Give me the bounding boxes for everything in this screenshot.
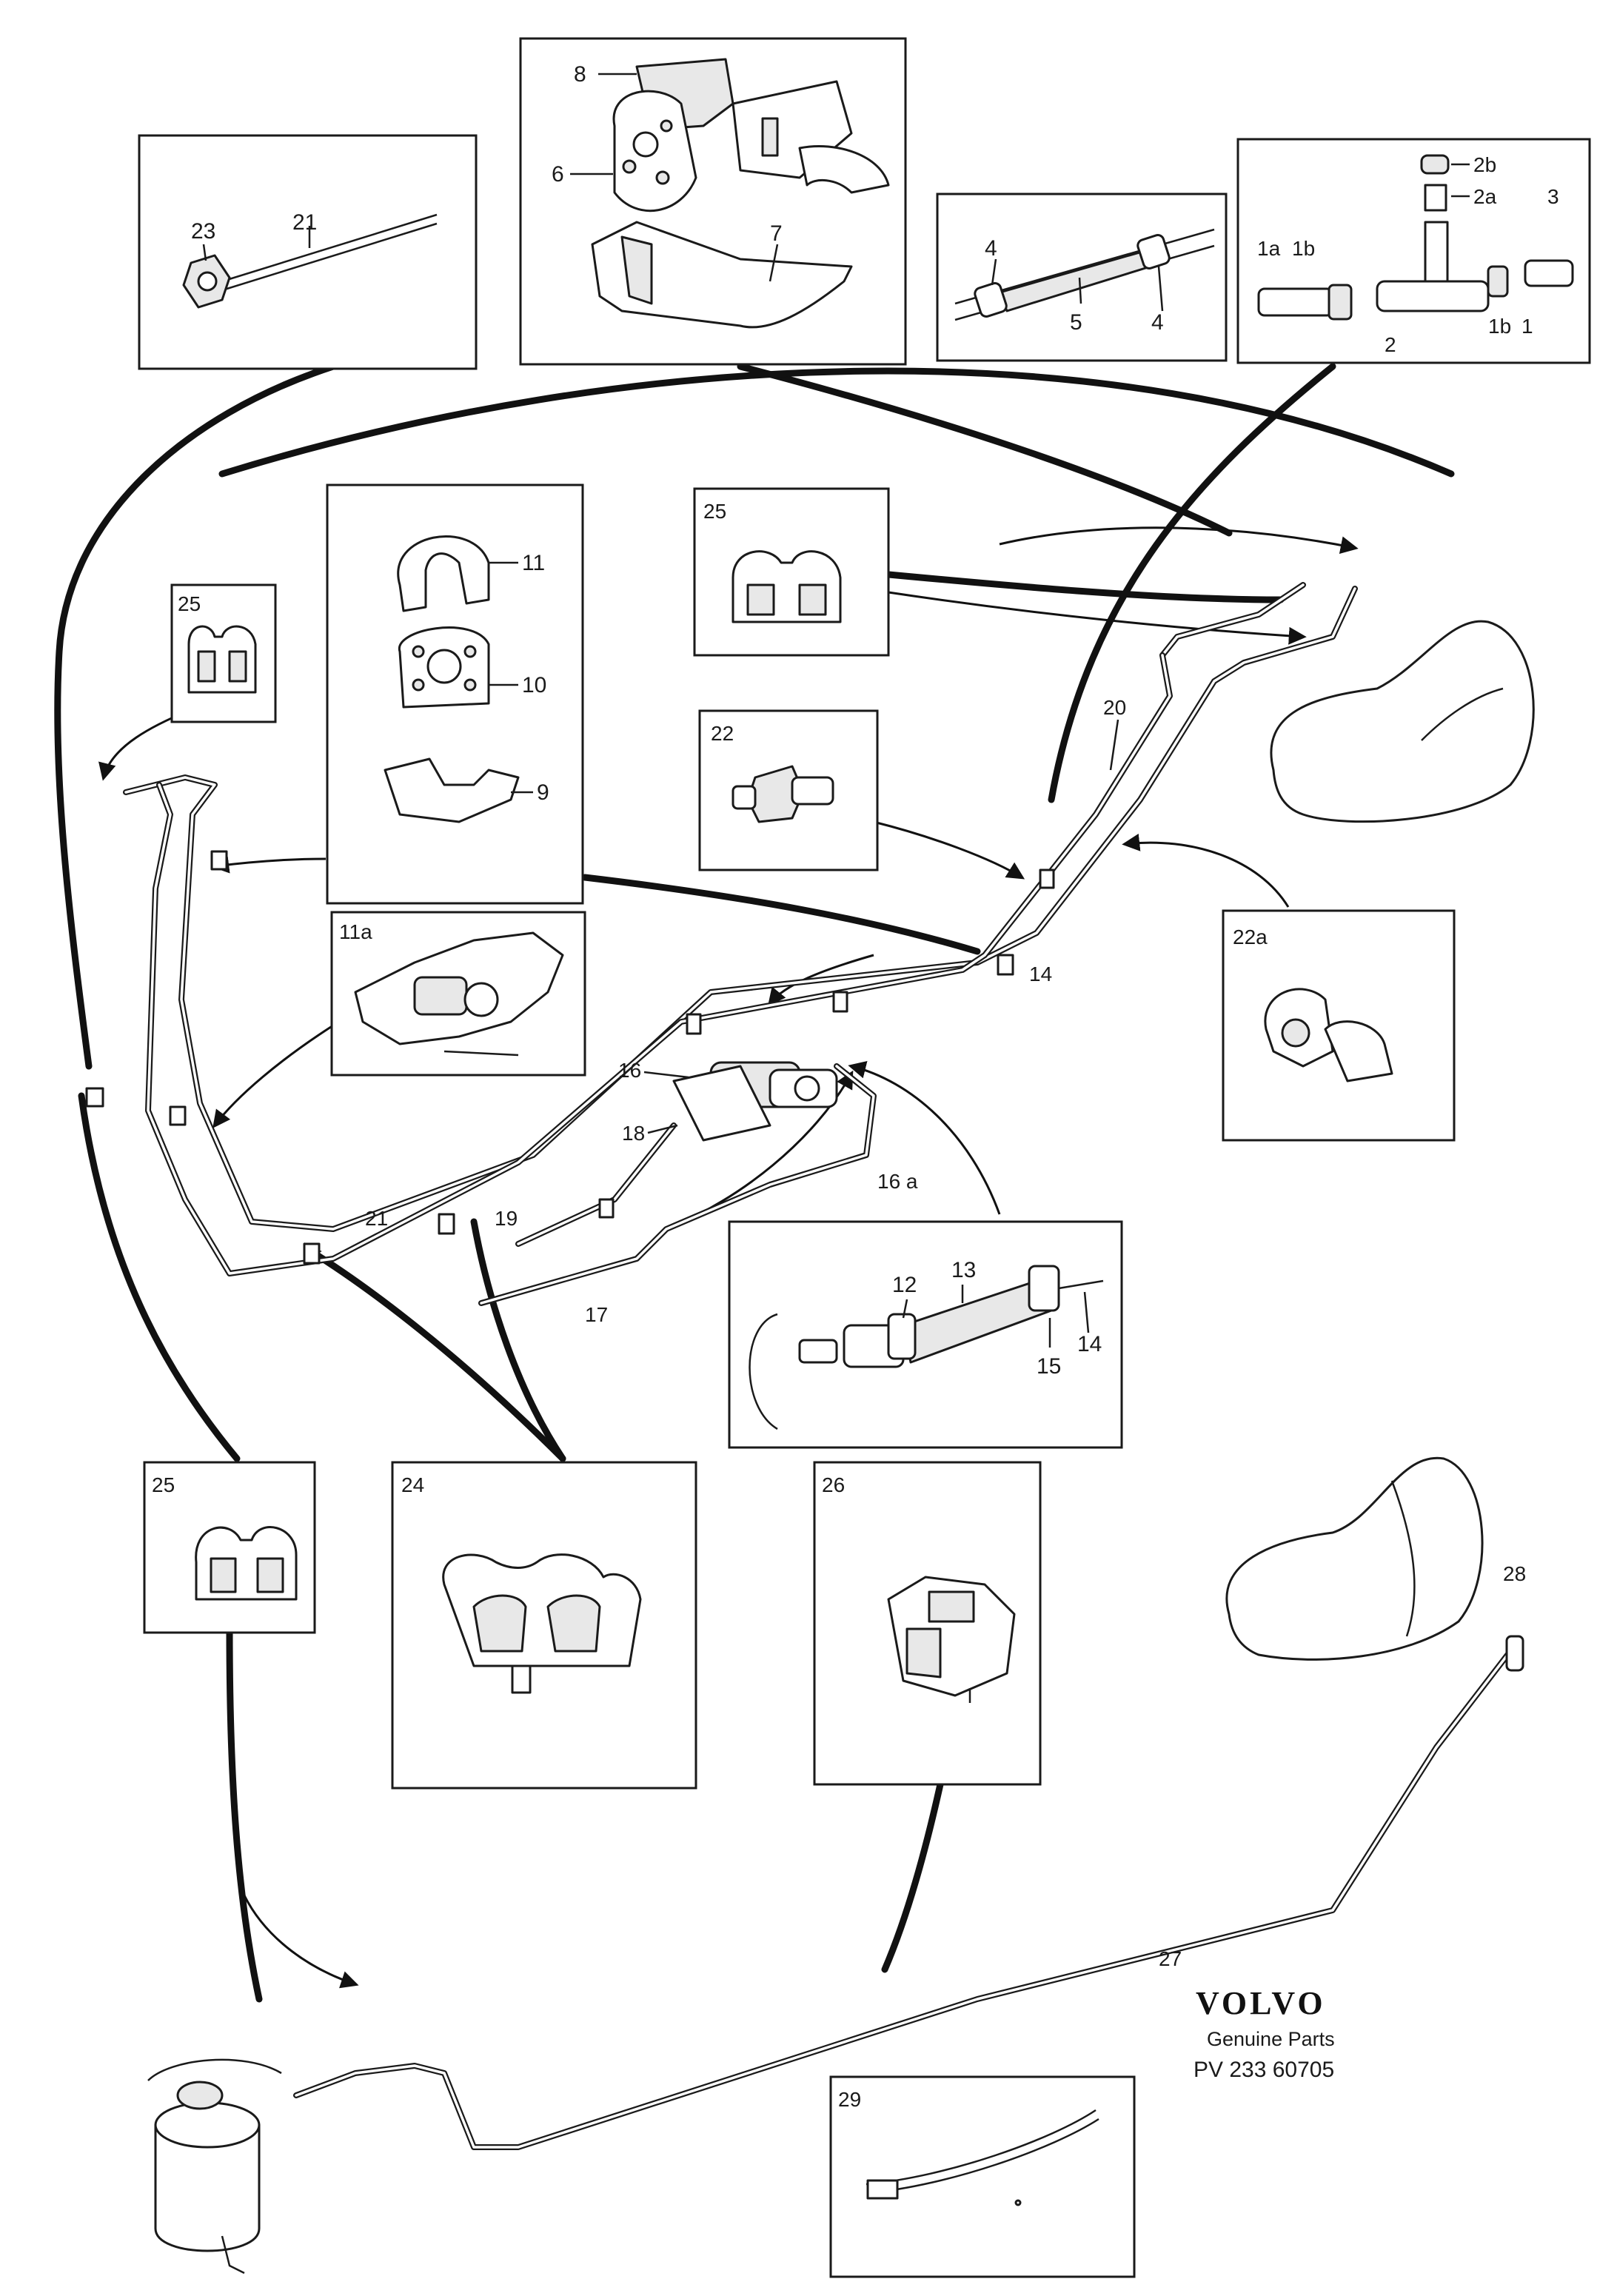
- inset-clip-25-upper-center: 25: [693, 487, 890, 657]
- label-4a: 4: [985, 236, 997, 261]
- callout-16: 16: [618, 1059, 641, 1082]
- label-9: 9: [537, 780, 549, 805]
- label-3-right: 3: [1547, 185, 1559, 208]
- heavy-leader-lines: [54, 363, 1455, 2003]
- label-13: 13: [951, 1258, 976, 1282]
- label-22a: 22a: [1233, 926, 1268, 948]
- label-15: 15: [1037, 1354, 1061, 1379]
- inset-hose-clamps: 4 5 4: [936, 193, 1228, 362]
- main-callouts: 20 14 16 18 16 a 21 19 17 27 28: [365, 696, 1526, 1970]
- callout-20: 20: [1103, 696, 1126, 719]
- callout-16a: 16 a: [877, 1170, 918, 1193]
- label-2b: 2b: [1473, 153, 1496, 176]
- inset-clip-25-upper-left: 25: [170, 583, 277, 723]
- inset-cable-tie-29: 29: [829, 2075, 1136, 2278]
- brand-block: VOLVO Genuine Parts PV 233 60705: [1194, 1985, 1335, 2082]
- callout-21: 21: [365, 1207, 388, 1230]
- inset-clip-22a: 22a: [1222, 909, 1456, 1142]
- inset-clip-25-lower: 25: [143, 1461, 316, 1634]
- label-1b-lower: 1b: [1488, 315, 1511, 338]
- label-25-lower: 25: [152, 1473, 175, 1496]
- part-code: PV 233 60705: [1194, 2058, 1334, 2082]
- label-4b: 4: [1151, 310, 1164, 335]
- label-10: 10: [522, 673, 546, 697]
- callout-27: 27: [1159, 1947, 1182, 1970]
- label-1b-upper: 1b: [1292, 237, 1315, 260]
- inset-hose-assembly: 12 13 15 14: [728, 1220, 1123, 1449]
- label-11a: 11a: [339, 920, 372, 943]
- label-2a: 2a: [1473, 185, 1497, 208]
- callout-19: 19: [495, 1207, 518, 1230]
- central-pump-16: [672, 1061, 838, 1142]
- label-8: 8: [574, 62, 586, 87]
- inset-pipe-nut: 23 21: [138, 134, 478, 370]
- label-24: 24: [401, 1473, 424, 1496]
- label-26: 26: [822, 1473, 845, 1496]
- label-2: 2: [1385, 333, 1396, 356]
- inset-connector-22: 22: [698, 709, 879, 871]
- label-6: 6: [552, 162, 564, 187]
- inset-rubber-mounts: 8 6 7: [519, 37, 907, 366]
- callout-17: 17: [585, 1303, 608, 1326]
- inset-double-clip-24: 24: [391, 1461, 697, 1790]
- inset-clip-26: 26: [813, 1461, 1042, 1786]
- arrow-leader-lines: [98, 526, 1359, 1989]
- label-29: 29: [838, 2088, 861, 2111]
- brand-subtitle: Genuine Parts: [1207, 2028, 1335, 2050]
- label-11: 11: [522, 551, 545, 575]
- fuel-pipe-routing: [85, 582, 1524, 2150]
- label-22: 22: [711, 722, 734, 745]
- label-25-ul: 25: [178, 592, 201, 615]
- label-1: 1: [1521, 315, 1533, 338]
- fuel-tank-shapes: [1225, 620, 1535, 1661]
- label-14: 14: [1077, 1332, 1102, 1356]
- callout-28: 28: [1503, 1562, 1526, 1585]
- label-7: 7: [770, 221, 783, 246]
- callout-14: 14: [1029, 963, 1052, 985]
- label-12: 12: [892, 1273, 917, 1297]
- inset-clips-11-10-9: 11 10 9: [326, 483, 584, 905]
- callout-18: 18: [622, 1122, 645, 1145]
- label-21: 21: [292, 210, 317, 235]
- fuel-pump-canister: [147, 2058, 282, 2275]
- inset-bracket-11a: 11a: [330, 911, 586, 1077]
- label-23: 23: [191, 219, 215, 244]
- label-1a: 1a: [1257, 237, 1281, 260]
- volvo-logo: VOLVO: [1196, 1985, 1326, 2021]
- label-5: 5: [1070, 310, 1082, 335]
- label-25-uc: 25: [703, 500, 726, 523]
- inset-t-fitting: 2b 2a 3 1a 1b 3 2 1b 1: [1236, 138, 1591, 364]
